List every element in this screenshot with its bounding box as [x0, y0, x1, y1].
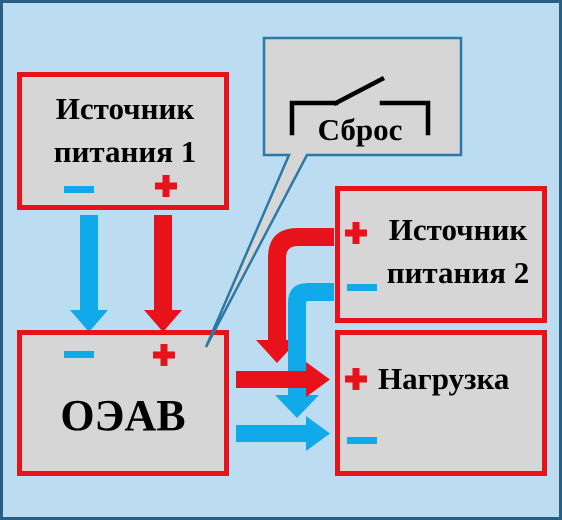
- arrow-negative-source1-to-oeav: [70, 215, 108, 332]
- source1-box: Источник питания 1: [17, 72, 229, 210]
- arrow-positive-source1-to-oeav: [144, 215, 182, 332]
- oeav-minus-sign: [64, 351, 94, 358]
- source2-title-line1: Источник: [389, 212, 528, 247]
- arrow-negative-oeav-to-load: [236, 416, 330, 451]
- source1-title-line2: питания 1: [54, 134, 197, 169]
- arrow-positive-oeav-to-load: [236, 362, 330, 397]
- source2-title-line2: питания 2: [387, 255, 530, 290]
- source2-box: Источник питания 2: [335, 186, 547, 323]
- arrow-positive-source2-to-load: [256, 228, 334, 363]
- reset-callout-bubble: [204, 36, 463, 348]
- source2-minus-sign: [347, 284, 377, 291]
- load-box: Нагрузка: [335, 330, 547, 476]
- arrow-negative-source2-to-load: [275, 283, 334, 418]
- load-title: Нагрузка: [378, 361, 510, 396]
- oeav-box: ОЭАВ: [17, 330, 229, 476]
- load-minus-sign: [347, 437, 377, 444]
- source1-minus-sign: [64, 186, 94, 193]
- reset-label: Сброс: [318, 112, 403, 147]
- oeav-title: ОЭАВ: [60, 391, 185, 440]
- source1-title-line1: Источник: [56, 91, 195, 126]
- reset-callout: Сброс: [204, 36, 463, 348]
- reset-switch-icon: [289, 75, 431, 136]
